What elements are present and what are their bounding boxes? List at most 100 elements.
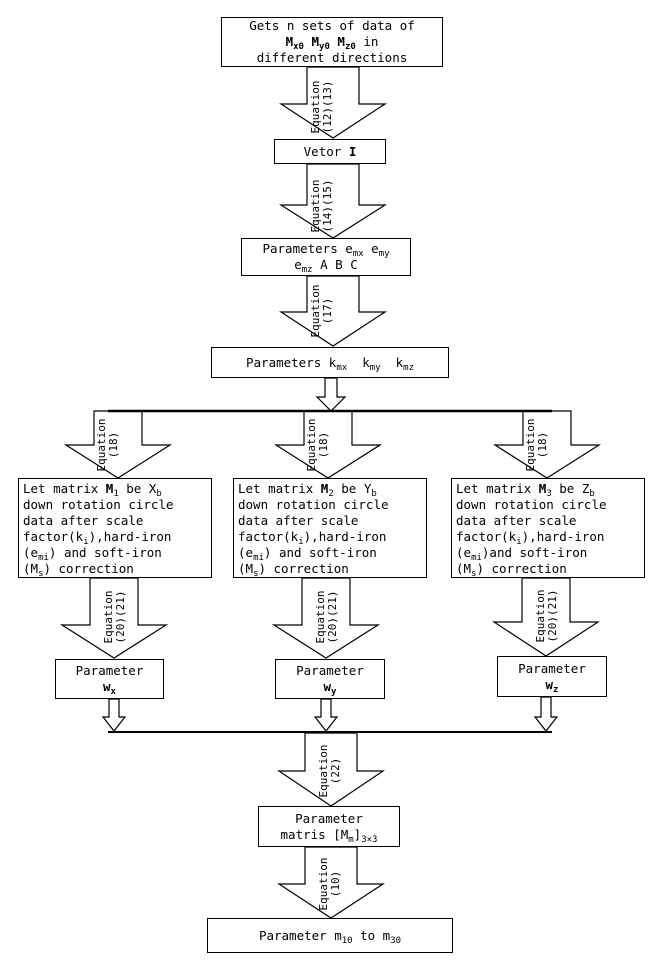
box-param-wx: Parameter wx (55, 659, 164, 699)
box-param-wy: Parameter wy (275, 659, 385, 699)
m1-t13: s (38, 569, 44, 579)
box-parameter-matrix: Parameter matris [Mm]3×3 (258, 806, 400, 847)
m1-t1: Let matrix (23, 481, 106, 496)
eq-label-18-left: Equation(18) (95, 410, 122, 480)
m2-t5: b (371, 489, 377, 499)
arrow-eq-20-21-mid (271, 577, 381, 659)
sub-kmy: my (369, 362, 381, 373)
eq10-b: (22) (329, 757, 342, 785)
arrow-eq-22 (277, 732, 385, 807)
m-symbol: M (311, 34, 320, 49)
m3-line6: (Ms) correction (456, 561, 640, 579)
m1-t12: (M (23, 561, 39, 576)
box4-label: Parameters k (246, 354, 337, 370)
box-parameters-e: Parameters emx emy emz A B C (241, 238, 411, 276)
i-symbol: I (348, 143, 357, 159)
arrow-eq-12-13 (278, 66, 388, 139)
m2-line4: factor(ki),hard-iron (238, 529, 422, 547)
m2-t10: mi (253, 553, 264, 563)
m2-t2: M (320, 481, 329, 496)
m3-line3: data after scale (456, 513, 577, 528)
box3-line1: Parameters emx emy (262, 241, 389, 259)
box3-e3: e (294, 257, 302, 272)
m1-line2: down rotation circle (23, 497, 174, 512)
m2-t11: ) and soft-iron (263, 545, 377, 560)
m2-line2: down rotation circle (238, 497, 389, 512)
wx-label: Parameter (75, 663, 144, 678)
m-symbol: M (337, 34, 345, 49)
sub-z0: z0 (344, 42, 356, 52)
final-t1: Parameter m (258, 927, 342, 943)
m2-t1: Let matrix (238, 481, 321, 496)
wz-sub: z (553, 684, 559, 695)
m3-t11: )and soft-iron (481, 545, 588, 560)
sub-mz: mz (301, 265, 313, 275)
m1-line4: factor(ki),hard-iron (23, 529, 207, 547)
box1-line1: Gets n sets of data of (249, 18, 415, 33)
box3-line2: emz A B C (294, 257, 358, 275)
eq-label-18-mid: Equation(18) (305, 410, 332, 480)
m-symbol: M (285, 34, 294, 49)
arrow-wx-merge (101, 698, 127, 732)
sub-y0: y0 (319, 42, 330, 52)
sub-kmz: mz (403, 362, 414, 373)
box-matrix-m2: Let matrix M2 be Yb down rotation circle… (233, 478, 427, 579)
box3-abc: A B C (312, 257, 358, 272)
m2-line3: data after scale (238, 513, 359, 528)
m2-t14: ) correction (258, 561, 349, 576)
m3-t5: b (589, 489, 595, 499)
arrow-eq-20-21-left (59, 577, 169, 659)
eq6-b: (18) (536, 431, 549, 459)
m3-t10: mi (471, 553, 482, 563)
m2-t7: i (298, 537, 304, 547)
m1-t11: ) and soft-iron (48, 545, 162, 560)
arrow-eq-20-21-right (491, 577, 601, 657)
box-input-data: Gets n sets of data of Mx0 My0 Mz0 in di… (221, 17, 443, 67)
wy-symbol: wy (323, 679, 337, 697)
matrix-label: Parameter (295, 810, 363, 826)
m2-line1: Let matrix M2 be Yb (238, 481, 422, 499)
wy-w: w (323, 679, 332, 694)
m1-line6: (Ms) correction (23, 561, 207, 579)
m1-line1: Let matrix M1 be Xb (23, 481, 207, 499)
arrow-eq-17 (278, 275, 388, 347)
box4-k2: k (347, 354, 370, 370)
m2-t9: (e (238, 545, 254, 560)
m2-t4: be Y (333, 481, 372, 496)
wx-symbol: wx (103, 679, 116, 697)
box-parameters-k: Parameters kmx kmy kmz (211, 347, 449, 378)
eq9-b: (20)(21) (546, 589, 559, 643)
matrix-t2: m (348, 834, 354, 845)
wx-sub: x (110, 687, 116, 697)
box4-text: Parameters kmx kmy kmz (246, 354, 414, 373)
matrix-t3: ] (353, 826, 362, 842)
eq-label-20-21-left: Equation(20)(21) (102, 580, 129, 654)
box-parameter-m10-m30: Parameter m10 to m30 (207, 918, 453, 953)
m3-t3: 3 (546, 489, 552, 499)
m2-t6: factor(k (238, 529, 299, 544)
m1-t10: mi (38, 553, 49, 563)
m3-t2: M (538, 481, 547, 496)
matrix-t4: 3×3 (361, 834, 378, 845)
m2-line6: (Ms) correction (238, 561, 422, 579)
eq4-b: (18) (107, 431, 120, 459)
final-t3: to m (352, 927, 391, 943)
final-t4: 30 (390, 935, 402, 946)
m2-t13: s (253, 569, 259, 579)
arrow-eq-10 (276, 846, 386, 919)
m3-t6: factor(k (456, 529, 517, 544)
final-t2: 10 (341, 935, 353, 946)
eq-label-14-15: Equation(14)(15) (309, 171, 336, 241)
box3-e2: e (363, 241, 379, 256)
m3-t4: be Z (551, 481, 590, 496)
matrix-t1: matris [M (280, 826, 349, 842)
final-text: Parameter m10 to m30 (258, 927, 402, 946)
eq-label-20-21-right: Equation(20)(21) (534, 579, 561, 653)
m2-t12: (M (238, 561, 254, 576)
eq8-b: (20)(21) (326, 590, 339, 644)
box-param-wz: Parameter wz (497, 656, 607, 697)
eq-label-20-21-mid: Equation(20)(21) (314, 580, 341, 654)
box2-text: Vetor I (304, 144, 357, 160)
m1-t8: ),hard-iron (88, 529, 172, 544)
arrow-eq-18-left (63, 410, 173, 479)
